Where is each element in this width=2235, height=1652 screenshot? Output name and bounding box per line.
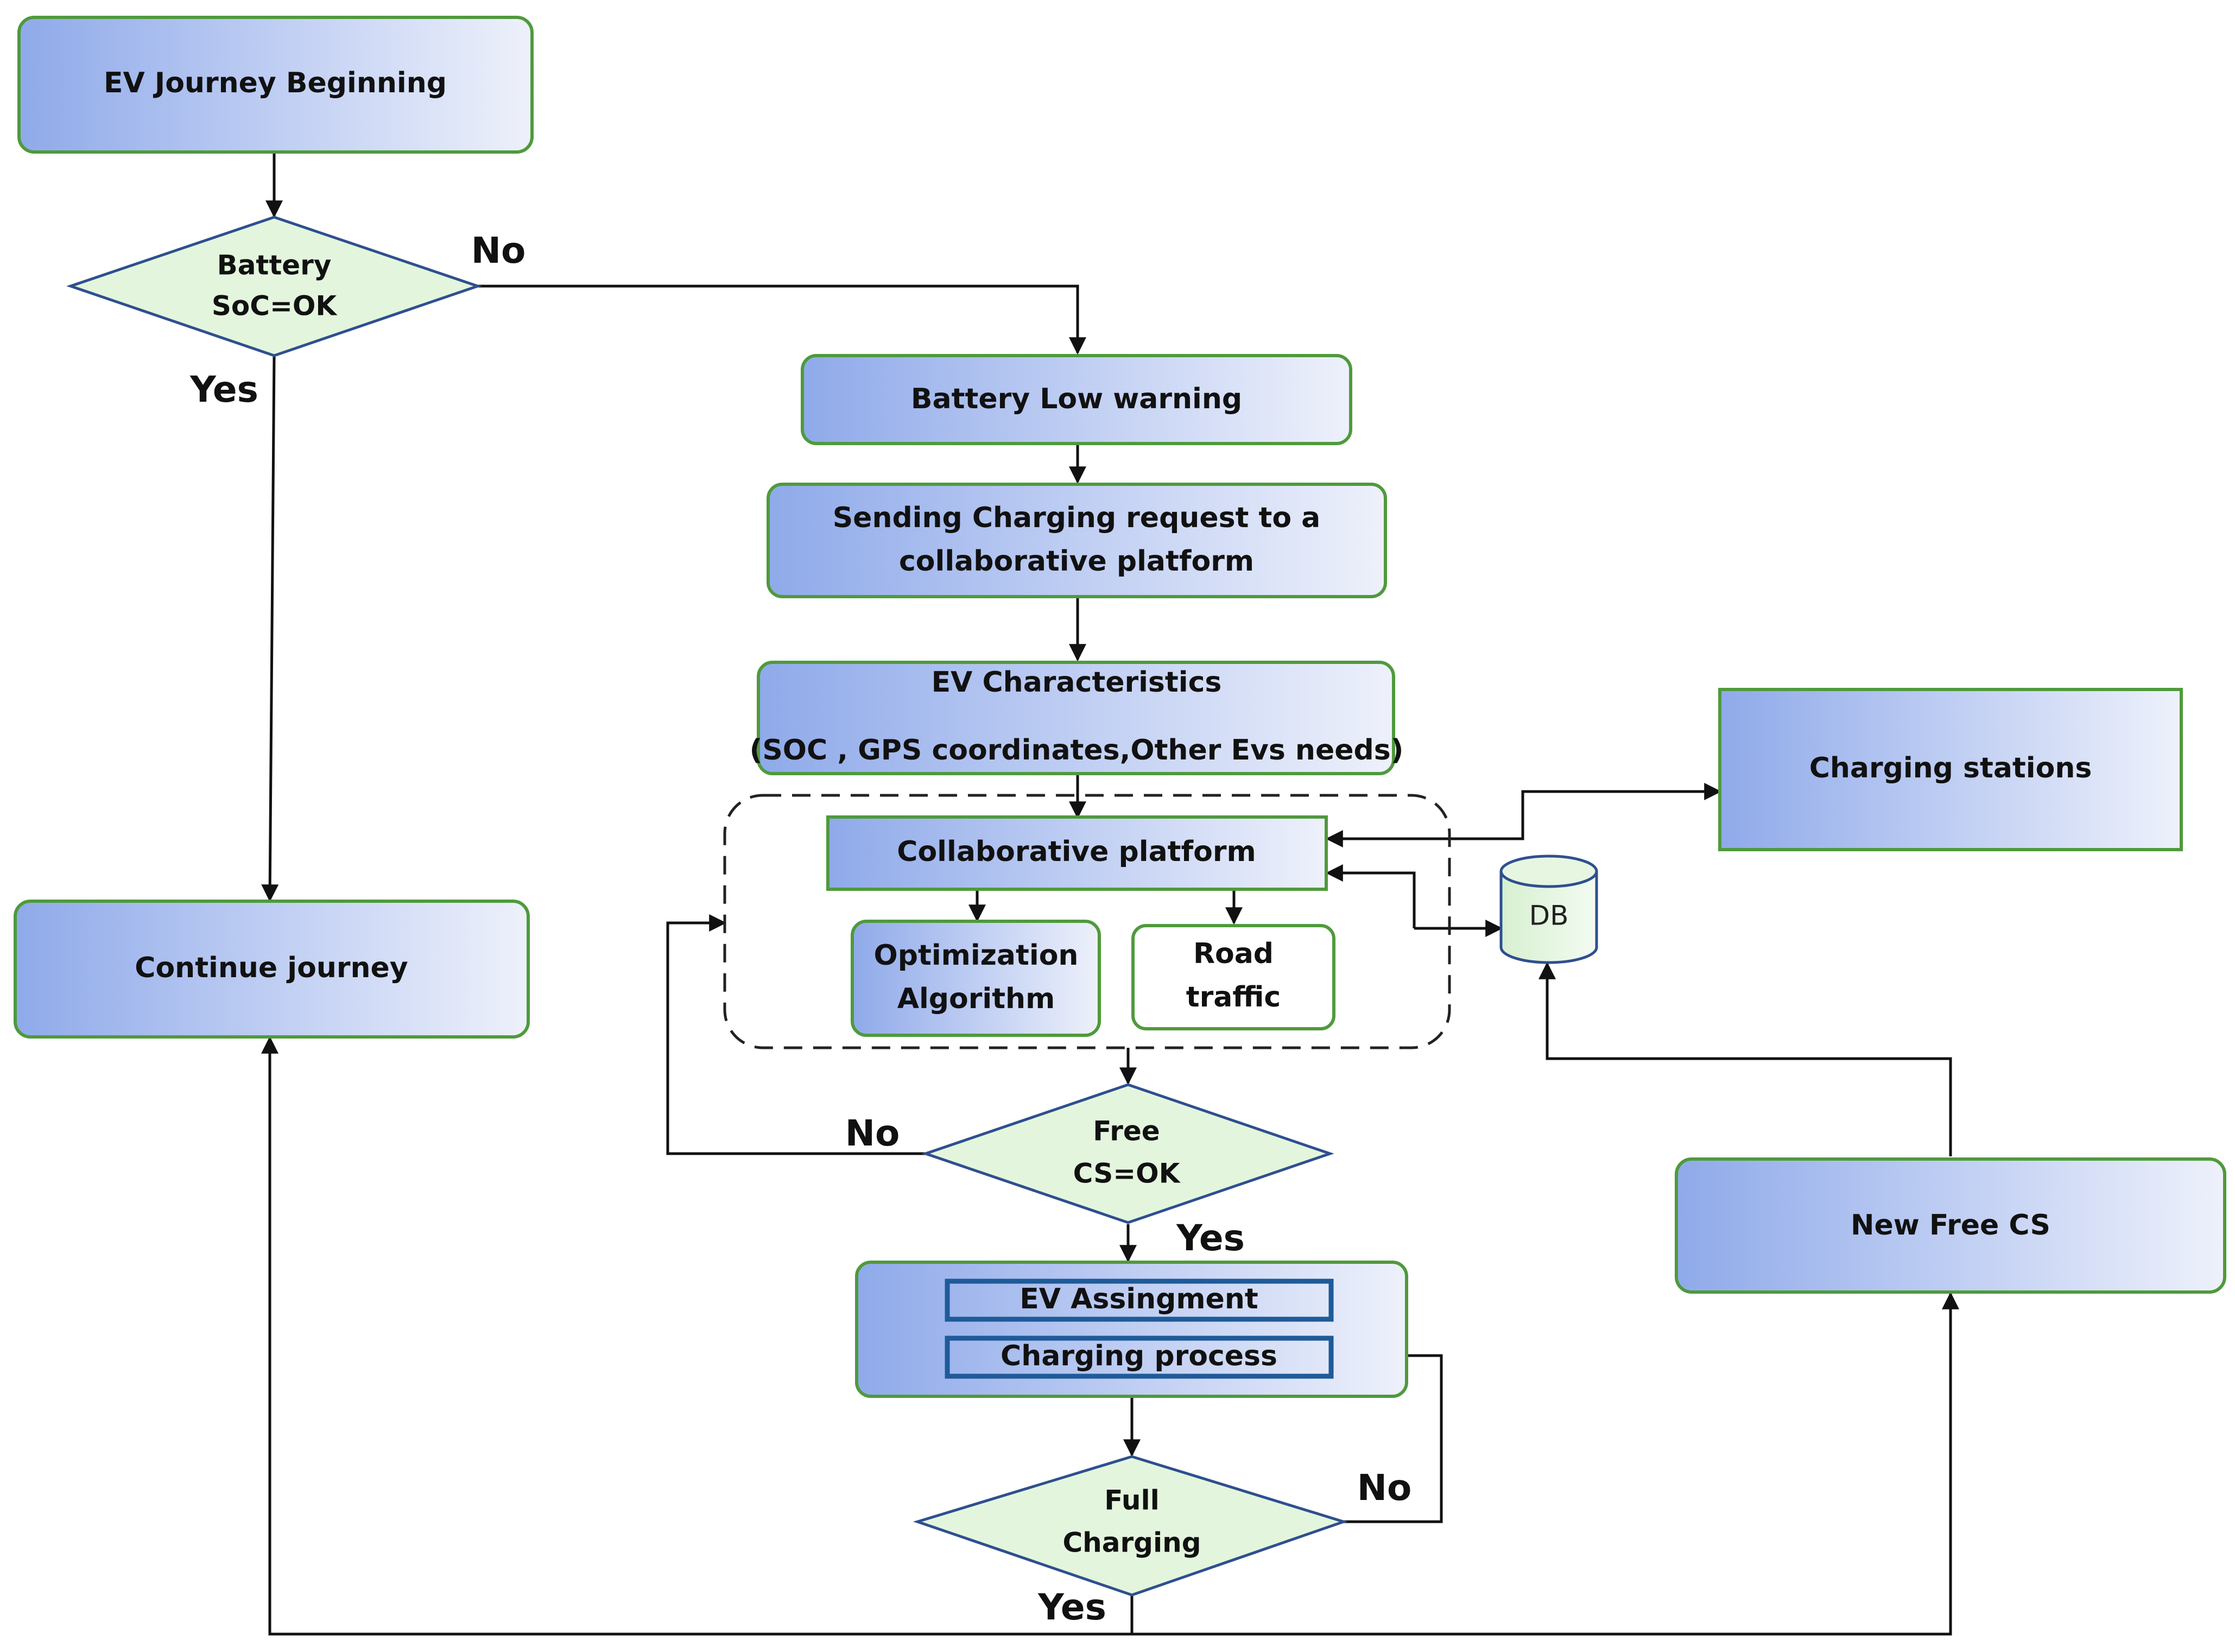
arrow-battery-yes-to-continue — [261, 356, 279, 902]
ev-characteristics-label-line2: (SOC , GPS coordinates,Other Evs needs) — [750, 734, 1404, 767]
full-charging-label-line1: Full — [1104, 1485, 1160, 1516]
road-traffic-label-line1: Road — [1193, 938, 1274, 970]
arrow-new-free-cs-to-db — [1538, 961, 1952, 1156]
free-cs-decision: Free CS=OK — [921, 1083, 1334, 1224]
sending-request-label-line2: collaborative platform — [899, 545, 1254, 578]
new-free-cs-box: New Free CS — [1675, 1157, 2226, 1294]
road-traffic-label-line2: traffic — [1186, 981, 1281, 1014]
arrow-full-yes-to-continue — [261, 1036, 1134, 1636]
free-cs-yes-label: Yes — [1176, 1217, 1245, 1259]
battery-low-warning-box: Battery Low warning — [801, 354, 1352, 445]
full-charging-label-line2: Charging — [1062, 1527, 1201, 1559]
battery-no-label: No — [471, 230, 526, 271]
charging-stations-box: Charging stations — [1718, 688, 2183, 851]
collaborative-platform-box: Collaborative platform — [826, 815, 1328, 891]
battery-low-warning-label: Battery Low warning — [911, 383, 1242, 415]
full-charging-yes-label: Yes — [1037, 1586, 1106, 1628]
collaborative-platform-label: Collaborative platform — [897, 836, 1256, 868]
free-cs-label-line2: CS=OK — [1073, 1158, 1181, 1189]
continue-journey-box: Continue journey — [14, 900, 530, 1039]
arrow-battery-no-to-low-warning — [478, 284, 1086, 355]
new-free-cs-label: New Free CS — [1851, 1209, 2050, 1242]
optimization-label-line2: Algorithm — [897, 983, 1055, 1015]
road-traffic-box: Road traffic — [1131, 924, 1335, 1030]
arrow-full-yes-to-new-free-cs — [1132, 1292, 1959, 1636]
sending-request-box: Sending Charging request to a collaborat… — [767, 483, 1387, 598]
free-cs-no-label: No — [845, 1112, 900, 1154]
charging-stations-label: Charging stations — [1809, 752, 2092, 784]
ev-assignment-label: EV Assingment — [1020, 1283, 1258, 1315]
battery-soc-label-line2: SoC=OK — [212, 290, 338, 322]
platform-group-border — [723, 794, 1451, 1049]
charging-process-box — [945, 1335, 1334, 1379]
charging-process-label: Charging process — [1001, 1340, 1277, 1372]
ev-assignment-box — [945, 1278, 1334, 1322]
db-label: DB — [1529, 900, 1569, 932]
assignment-charging-box: EV Assingment Charging process — [855, 1261, 1408, 1398]
continue-journey-label: Continue journey — [135, 952, 408, 984]
optimization-algorithm-box: Optimization Algorithm — [851, 920, 1101, 1037]
sending-request-label-line1: Sending Charging request to a — [833, 502, 1321, 534]
battery-yes-label: Yes — [189, 369, 258, 410]
ev-journey-beginning-box: EV Journey Beginning — [17, 16, 534, 154]
ev-characteristics-label-line1: EV Characteristics — [932, 666, 1222, 699]
connectors — [261, 153, 1959, 1636]
arrow-free-cs-no-loop — [666, 914, 926, 1155]
ev-journey-beginning-label: EV Journey Beginning — [104, 67, 447, 99]
battery-soc-label-line1: Battery — [217, 250, 332, 281]
free-cs-label-line1: Free — [1093, 1116, 1160, 1147]
arrow-db-to-platform — [1325, 864, 1416, 928]
full-charging-decision: Full Charging — [913, 1455, 1348, 1597]
db-cylinder: DB — [1499, 855, 1598, 964]
arrow-platform-charging-stations — [1327, 783, 1722, 840]
full-charging-no-label: No — [1357, 1467, 1412, 1509]
optimization-label-line1: Optimization — [874, 939, 1079, 972]
battery-soc-decision: Battery SoC=OK — [66, 216, 482, 357]
ev-characteristics-box: EV Characteristics (SOC , GPS coordinate… — [750, 661, 1404, 775]
